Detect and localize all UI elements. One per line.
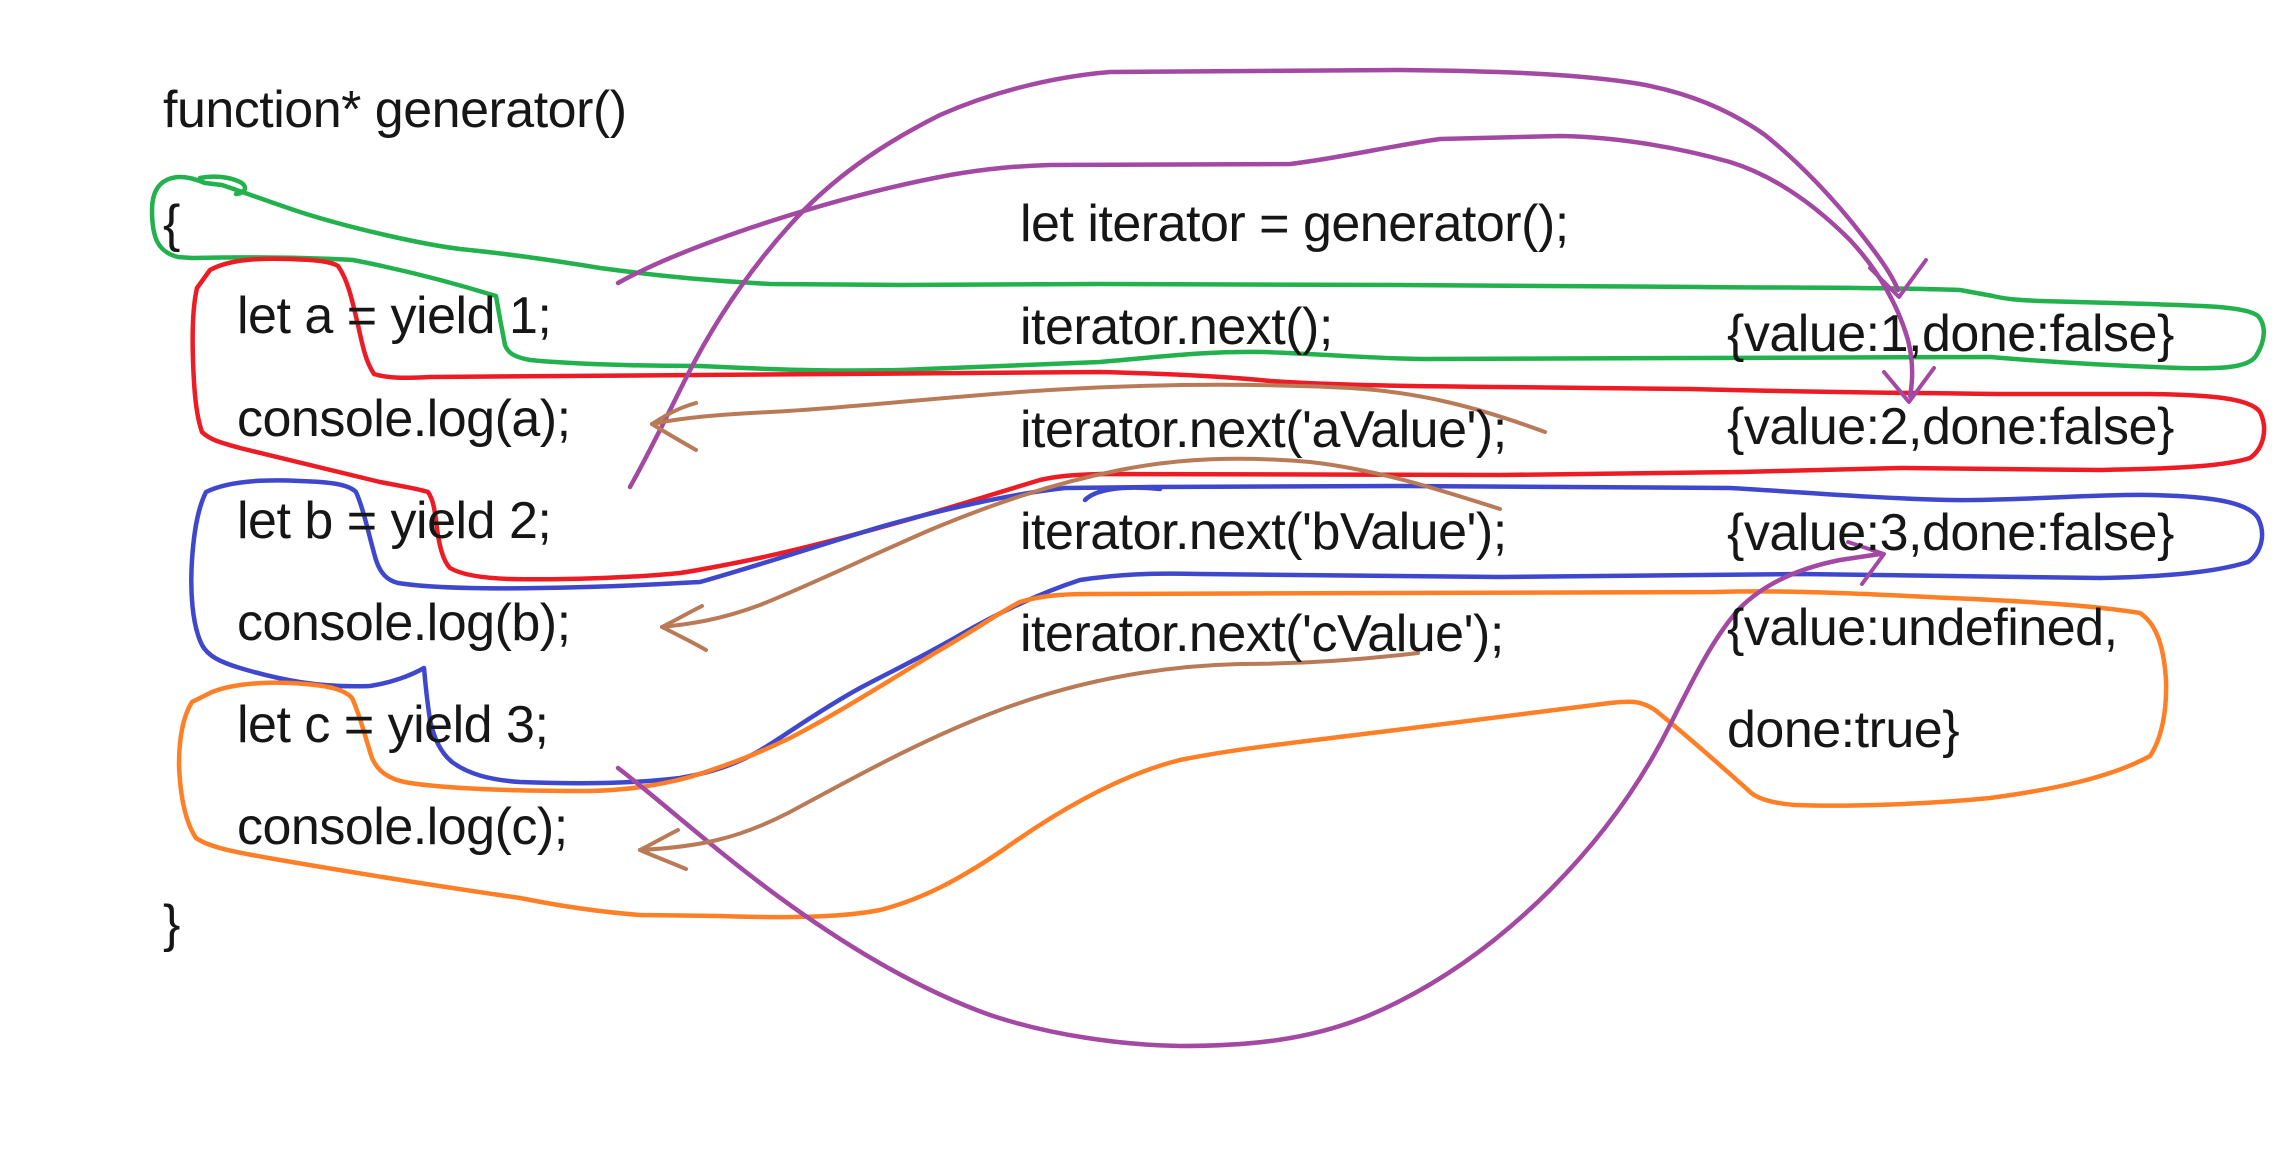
result-value-1: {value:1,done:false} (1727, 305, 2174, 363)
purple-arc-yield2-to-result2 (615, 133, 1915, 399)
code-line-next-1: iterator.next(); (1020, 298, 1333, 356)
code-line-console-log-c: console.log(c); (237, 798, 568, 856)
code-line-next-cvalue: iterator.next('cValue'); (1020, 605, 1504, 663)
generator-close-brace: } (163, 895, 180, 953)
brown-arrowhead-log-b-icon (660, 604, 708, 652)
result-done-true: done:true} (1727, 701, 1960, 759)
code-line-let-a-yield-1: let a = yield 1; (237, 287, 552, 345)
generator-function-header: function* generator() (163, 81, 627, 139)
code-line-let-b-yield-2: let b = yield 2; (237, 492, 552, 550)
code-line-console-log-b: console.log(b); (237, 594, 571, 652)
purple-arrowhead-result1-icon (1868, 258, 1928, 299)
code-line-next-avalue: iterator.next('aValue'); (1020, 401, 1507, 459)
generator-open-brace: { (163, 195, 180, 253)
blue-pen-hook (1082, 485, 1163, 503)
result-value-2: {value:2,done:false} (1727, 398, 2174, 456)
brown-arrowhead-log-a-icon (650, 401, 698, 452)
code-line-create-iterator: let iterator = generator(); (1020, 195, 1569, 253)
result-value-3: {value:3,done:false} (1727, 504, 2174, 562)
result-value-undefined: {value:undefined, (1727, 599, 2118, 657)
brown-arrowhead-log-c-icon (638, 828, 688, 871)
code-line-console-log-a: console.log(a); (237, 390, 571, 448)
green-pen-tail (197, 174, 248, 197)
code-line-next-bvalue: iterator.next('bValue'); (1020, 503, 1507, 561)
brown-arrow-cvalue-to-log-c (638, 651, 1420, 852)
code-line-let-c-yield-3: let c = yield 3; (237, 696, 549, 754)
